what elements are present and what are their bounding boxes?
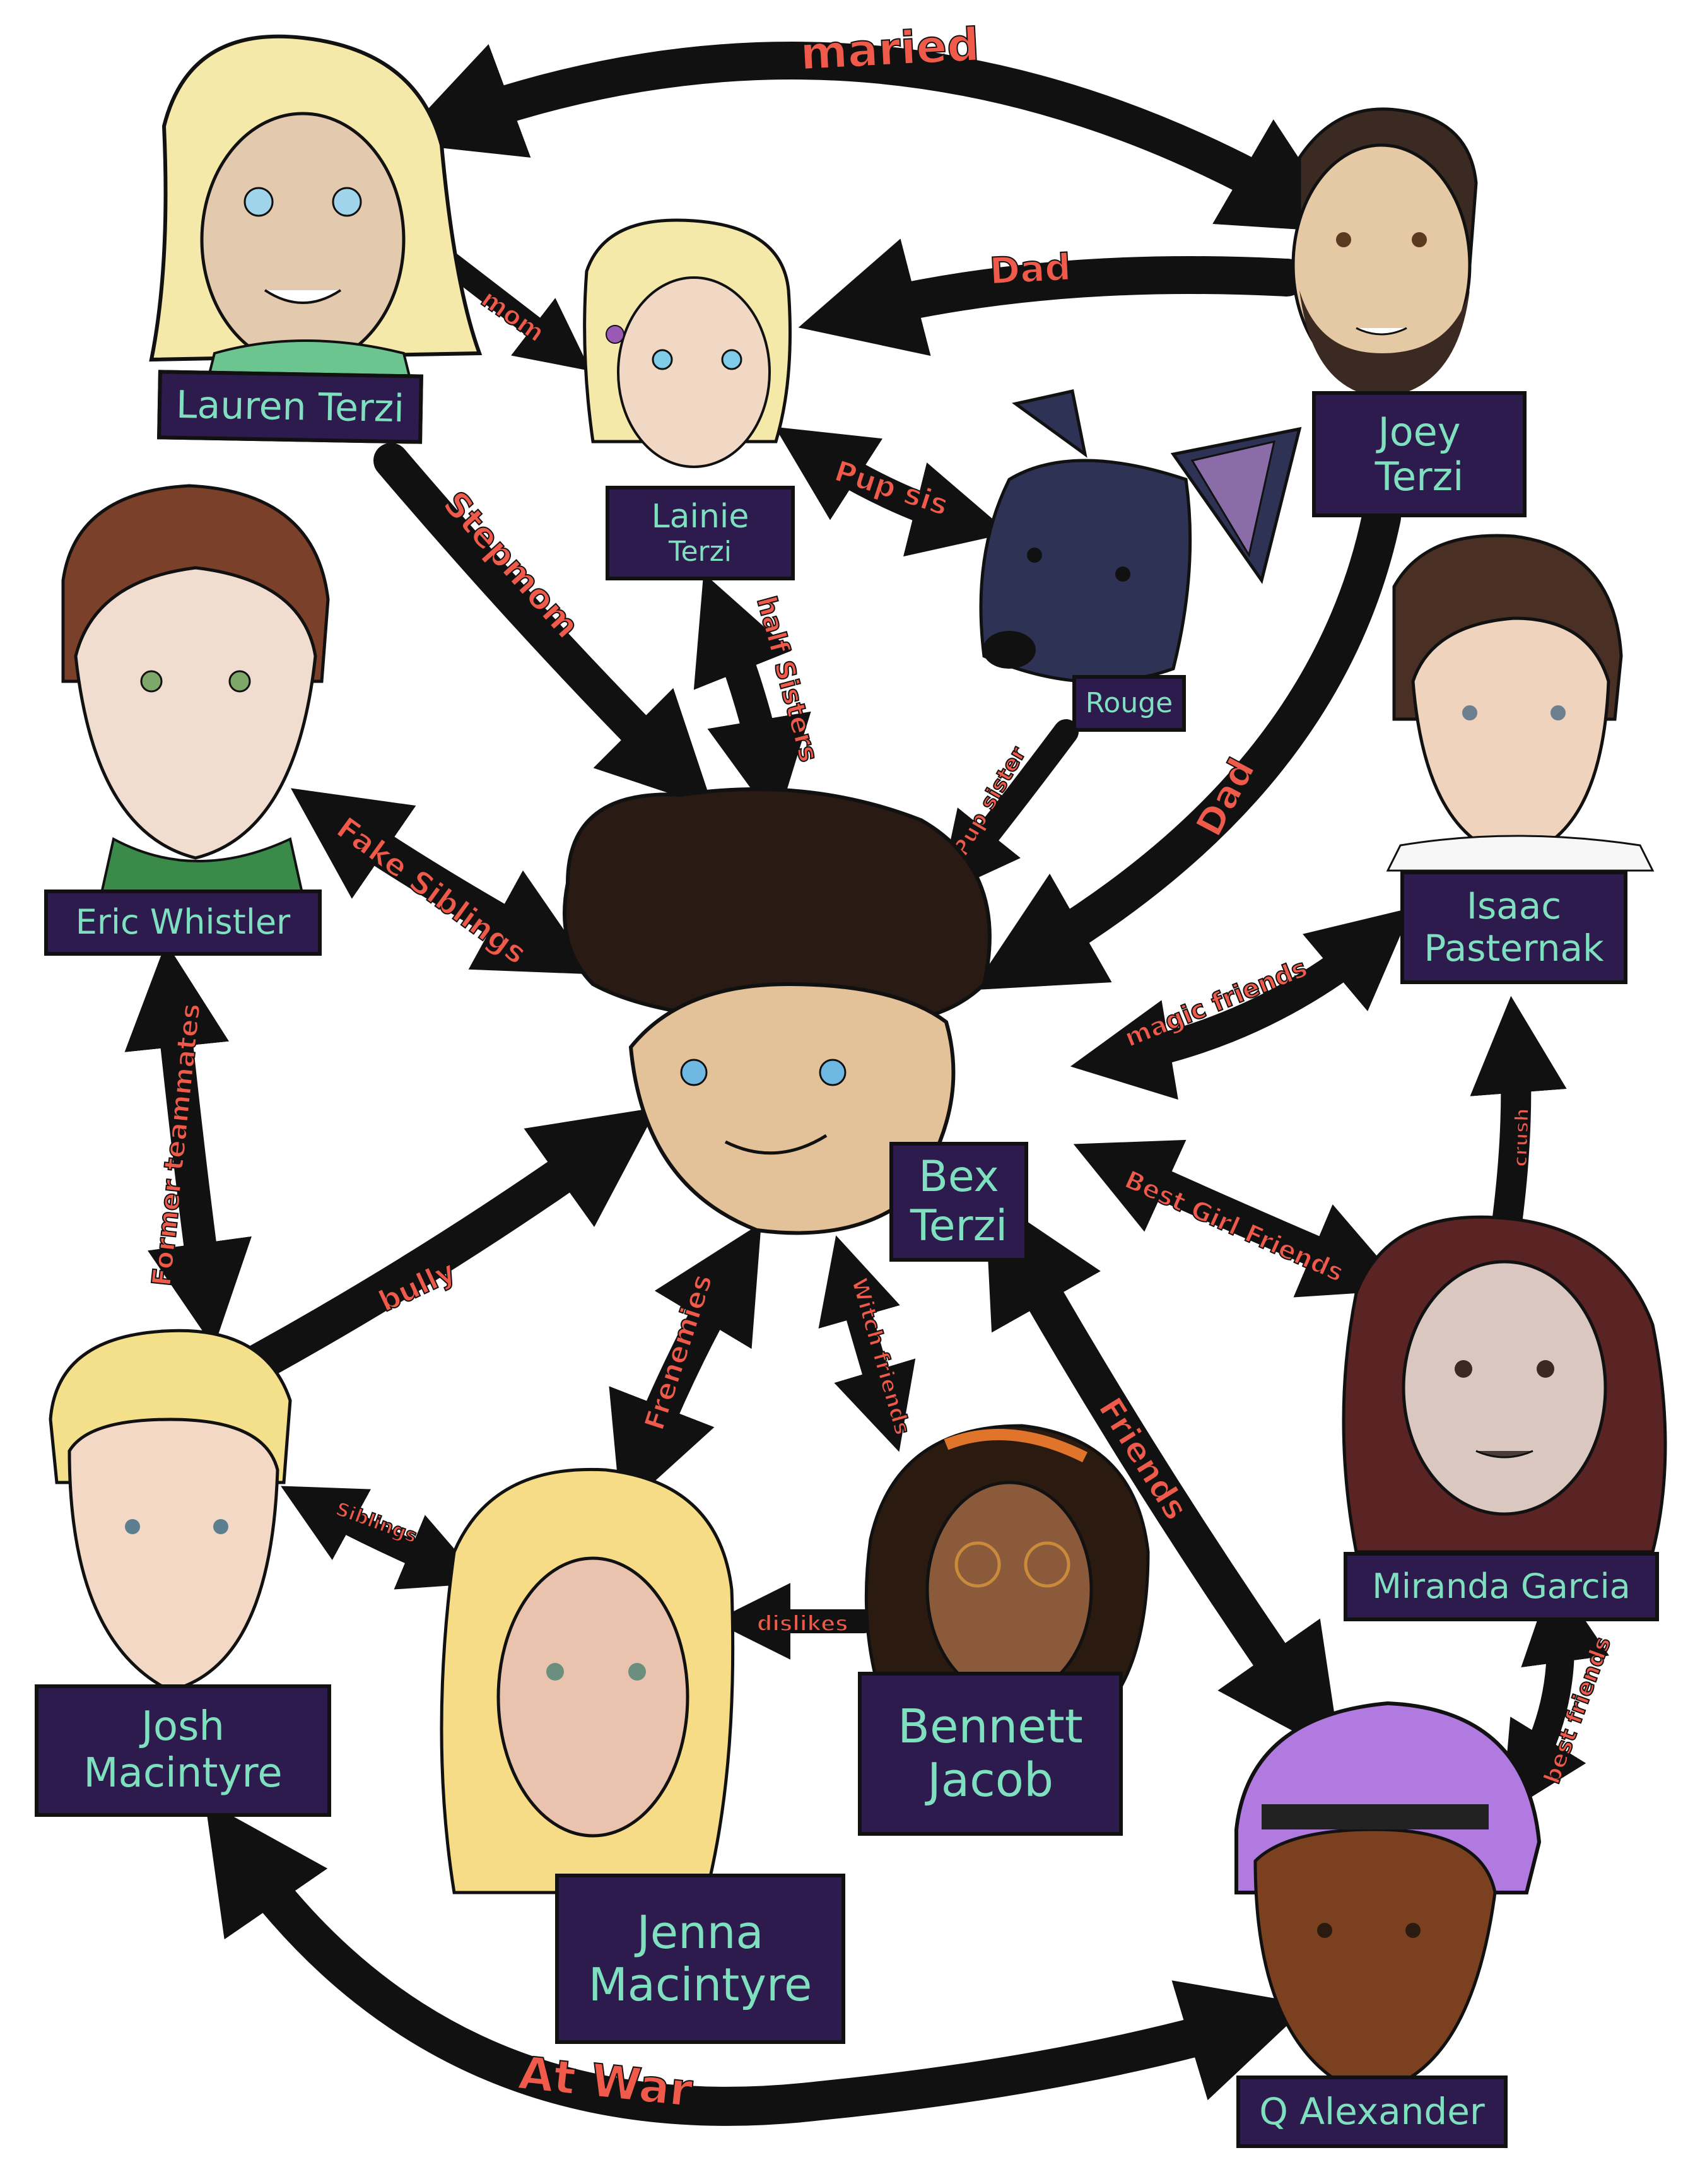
portrait-q (1234, 1701, 1542, 2096)
namebox-miranda: Miranda Garcia (1344, 1552, 1659, 1621)
label-dislikes: dislikes (757, 1611, 848, 1636)
label-pup-sis: Pup sis (831, 454, 953, 522)
namebox-q: Q Alexander (1236, 2075, 1508, 2148)
label-fake-siblings: Fake Siblings (330, 810, 533, 972)
name-rouge: Rouge (1085, 686, 1173, 719)
arrow-friends (985, 1192, 1341, 1757)
label-mom: mom (476, 285, 549, 348)
arrow-pup-sister (939, 719, 1079, 896)
name-lauren: Lauren Terzi (175, 382, 405, 431)
namebox-eric: Eric Whistler (44, 889, 322, 956)
arrow-dad-lainie (798, 238, 1306, 356)
arrow-frenemies (609, 1223, 761, 1512)
arrow-maried (396, 42, 1348, 233)
arrow-stepmom (373, 443, 713, 808)
name-eric: Eric Whistler (75, 902, 291, 942)
arrow-crush (1470, 995, 1567, 1233)
arrow-pup-sis (775, 426, 1009, 557)
name-lainie-last: Terzi (669, 535, 732, 568)
name-joey-last: Terzi (1375, 454, 1464, 500)
portrait-isaac (1386, 534, 1655, 872)
arrow-bully (240, 1107, 658, 1382)
portrait-lainie (583, 218, 792, 468)
label-at-war: At War (516, 2046, 695, 2116)
name-bex-last: Terzi (910, 1201, 1008, 1251)
portrait-joey (1291, 107, 1478, 397)
namebox-lauren: Lauren Terzi (157, 370, 423, 444)
name-bex-first: Bex (918, 1151, 999, 1202)
portrait-bex (563, 787, 992, 1235)
arrow-half-sisters (693, 573, 811, 824)
label-best-girl-friends: Best Girl Friends (1120, 1165, 1348, 1288)
name-bennett-last: Jacob (927, 1753, 1054, 1807)
name-lainie-first: Lainie (651, 497, 749, 536)
label-crush: crush (1509, 1108, 1533, 1167)
label-dad-lainie: Dad (988, 245, 1072, 293)
name-isaac-first: Isaac (1466, 884, 1562, 928)
name-isaac-last: Pasternak (1424, 927, 1604, 970)
portrait-josh (49, 1329, 292, 1693)
arrow-mom (433, 247, 591, 372)
arrow-fake-siblings (290, 788, 595, 975)
name-jenna-last: Macintyre (588, 1958, 812, 2011)
name-miranda: Miranda Garcia (1372, 1566, 1631, 1606)
portrait-lauren (149, 34, 483, 380)
portrait-miranda (1342, 1215, 1667, 1554)
arrow-witch-friends (818, 1235, 916, 1452)
portrait-rouge (979, 389, 1302, 684)
name-q: Q Alexander (1259, 2090, 1485, 2134)
name-josh-last: Macintyre (83, 1750, 283, 1797)
name-josh-first: Josh (141, 1703, 225, 1751)
arrow-former-teammates (124, 942, 252, 1347)
arrow-best-friends (1501, 1573, 1609, 1816)
portrait-bennett (864, 1424, 1150, 1705)
namebox-rouge: Rouge (1072, 675, 1186, 732)
label-maried: maried (799, 18, 980, 80)
arrow-siblings (281, 1486, 484, 1590)
name-bennett-first: Bennett (898, 1699, 1083, 1754)
arrow-at-war (205, 1800, 1310, 2126)
portrait-jenna (440, 1467, 735, 1894)
name-jenna-first: Jenna (636, 1906, 764, 1959)
portrait-eric (61, 484, 330, 897)
name-joey-first: Joey (1378, 408, 1461, 455)
arrow-magic-friends (1070, 907, 1412, 1100)
